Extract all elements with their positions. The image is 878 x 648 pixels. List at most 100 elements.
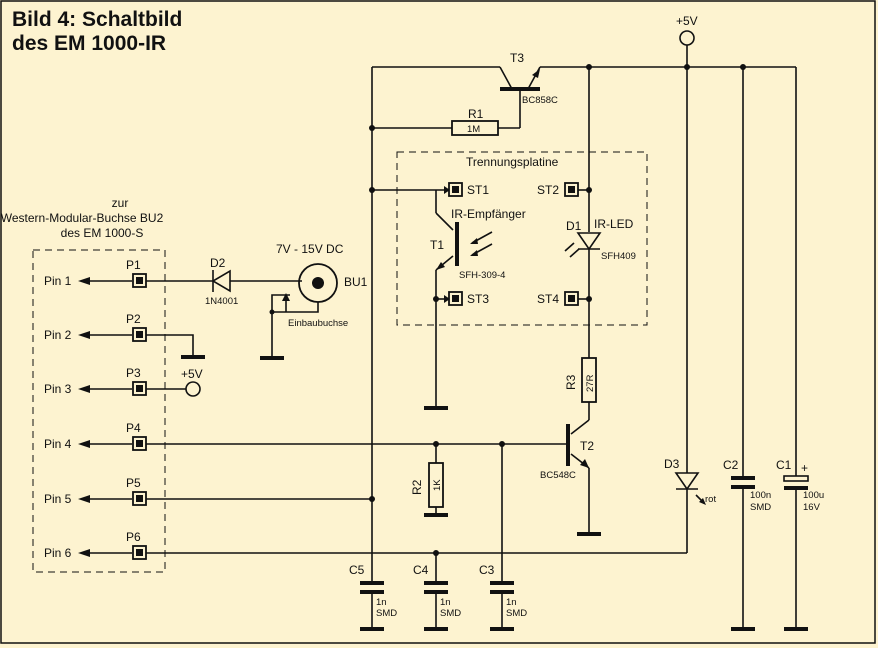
c1-ref: C1 (776, 458, 792, 472)
connector-heading-line2: Western-Modular-Buchse BU2 (1, 211, 164, 225)
power-input: D2 1N4001 7V - 15V DC BU1 Einbaubuchse (146, 242, 368, 360)
c3-value2: SMD (506, 608, 527, 619)
phototransistor-t1: T1 IR-Empfänger SFH-309-4 (424, 190, 526, 410)
t3-value: BC858C (522, 95, 558, 106)
separation-board: Trennungsplatine ST1 ST2 ST3 ST4 (372, 67, 648, 410)
led-d3: D3 rot (664, 67, 716, 553)
c3-value1: 1n (506, 597, 517, 608)
c5-value2: SMD (376, 608, 397, 619)
st4-label: ST4 (537, 292, 559, 306)
pad-label: P3 (126, 366, 141, 380)
c3-ref: C3 (479, 563, 495, 577)
connector-pin-row: Pin 1 P1 (44, 258, 147, 288)
t3-ref: T3 (510, 51, 524, 65)
st3-label: ST3 (467, 292, 489, 306)
r3-value: 27R (585, 374, 596, 392)
d3-value: rot (705, 494, 716, 505)
c4-value1: 1n (440, 597, 451, 608)
pin-label: Pin 4 (44, 437, 72, 451)
connector-block: zur Western-Modular-Buchse BU2 des EM 10… (1, 196, 166, 573)
pad-st1 (448, 182, 463, 197)
c4-value2: SMD (440, 608, 461, 619)
pin-arrow-icon (78, 331, 90, 339)
capacitor-c1: C1 + 100u 16V (776, 67, 824, 631)
c4-ref: C4 (413, 563, 429, 577)
c5-ref: C5 (349, 563, 365, 577)
c2-ref: C2 (723, 458, 739, 472)
t2-value: BC548C (540, 470, 576, 481)
board-dashed-box (396, 151, 648, 326)
connector-pin-row: Pin 4 P4 (44, 421, 147, 451)
title-line1: Bild 4: Schaltbild (12, 8, 183, 31)
vcc-terminal-top (679, 30, 695, 46)
c1-value2: 16V (803, 502, 821, 513)
pin-arrow-icon (78, 277, 90, 285)
pin-label: Pin 6 (44, 546, 72, 560)
c5-value1: 1n (376, 597, 387, 608)
pad-label: P2 (126, 312, 141, 326)
connector-pin-row: Pin 3 P3 (44, 366, 147, 396)
d3-ref: D3 (664, 457, 680, 471)
t1-ref: T1 (430, 238, 444, 252)
top-rail: +5V (372, 14, 796, 70)
resistor-r2: R2 1K (410, 444, 448, 517)
capacitor-c4: C4 1n SMD (413, 553, 461, 631)
connector-heading-line3: des EM 1000-S (61, 226, 144, 240)
connector-pin-row: Pin 6 P6 (44, 530, 147, 560)
transistor-t3: T3 BC858C (499, 51, 558, 128)
t2-ref: T2 (580, 439, 594, 453)
vcc-top-label: +5V (676, 14, 698, 28)
r3-ref: R3 (564, 374, 578, 390)
t1-value: SFH-309-4 (459, 270, 505, 281)
d1-value: SFH409 (601, 251, 636, 262)
d2-value: 1N4001 (205, 296, 238, 307)
vcc-terminal-p3 (185, 381, 201, 397)
pin-arrow-icon (78, 549, 90, 557)
diagram-title: Bild 4: Schaltbild des EM 1000-IR (12, 8, 182, 56)
bu1-note: Einbaubuchse (288, 318, 348, 329)
pin-arrow-icon (78, 440, 90, 448)
pin-label: Pin 5 (44, 492, 72, 506)
pad-label: P1 (126, 258, 141, 272)
ir-led-d1: D1 IR-LED SFH409 (564, 67, 636, 358)
r2-value: 1K (432, 479, 443, 491)
capacitor-c3: C3 1n SMD (479, 444, 527, 631)
pin-arrow-icon (78, 385, 90, 393)
pad-label: P4 (126, 421, 141, 435)
d2-ref: D2 (210, 256, 226, 270)
c1-value1: 100u (803, 490, 824, 501)
r1-ref: R1 (468, 107, 484, 121)
pin-label: Pin 2 (44, 328, 72, 342)
r1-value: 1M (467, 124, 480, 135)
transistor-t2: T2 BC548C (146, 419, 601, 536)
st2-label: ST2 (537, 183, 559, 197)
pad-label: P5 (126, 476, 141, 490)
capacitor-c2: C2 100n SMD (723, 67, 771, 631)
pin-label: Pin 3 (44, 382, 72, 396)
connector-pin-row: Pin 5 P5 (44, 476, 147, 506)
pin-label: Pin 1 (44, 274, 72, 288)
title-line2: des EM 1000-IR (12, 32, 167, 55)
t1-note: IR-Empfänger (451, 207, 526, 221)
capacitor-c5: C5 1n SMD (349, 563, 397, 631)
vcc-p3-label: +5V (181, 367, 203, 381)
connector-heading-line1: zur (112, 196, 129, 210)
diode-d2 (211, 269, 231, 293)
resistor-r1: R1 1M (372, 107, 520, 136)
connector-dashed-box (32, 249, 166, 573)
resistor-r3: R3 27R (564, 357, 597, 420)
pad-label: P6 (126, 530, 141, 544)
d1-ref: D1 (566, 219, 582, 233)
bu1-ref: BU1 (344, 275, 368, 289)
c2-value2: SMD (750, 502, 771, 513)
c2-value1: 100n (750, 490, 771, 501)
pin-arrow-icon (78, 495, 90, 503)
st1-label: ST1 (467, 183, 489, 197)
bu1-rating: 7V - 15V DC (276, 242, 344, 256)
d1-note: IR-LED (594, 217, 634, 231)
r2-ref: R2 (410, 479, 424, 495)
